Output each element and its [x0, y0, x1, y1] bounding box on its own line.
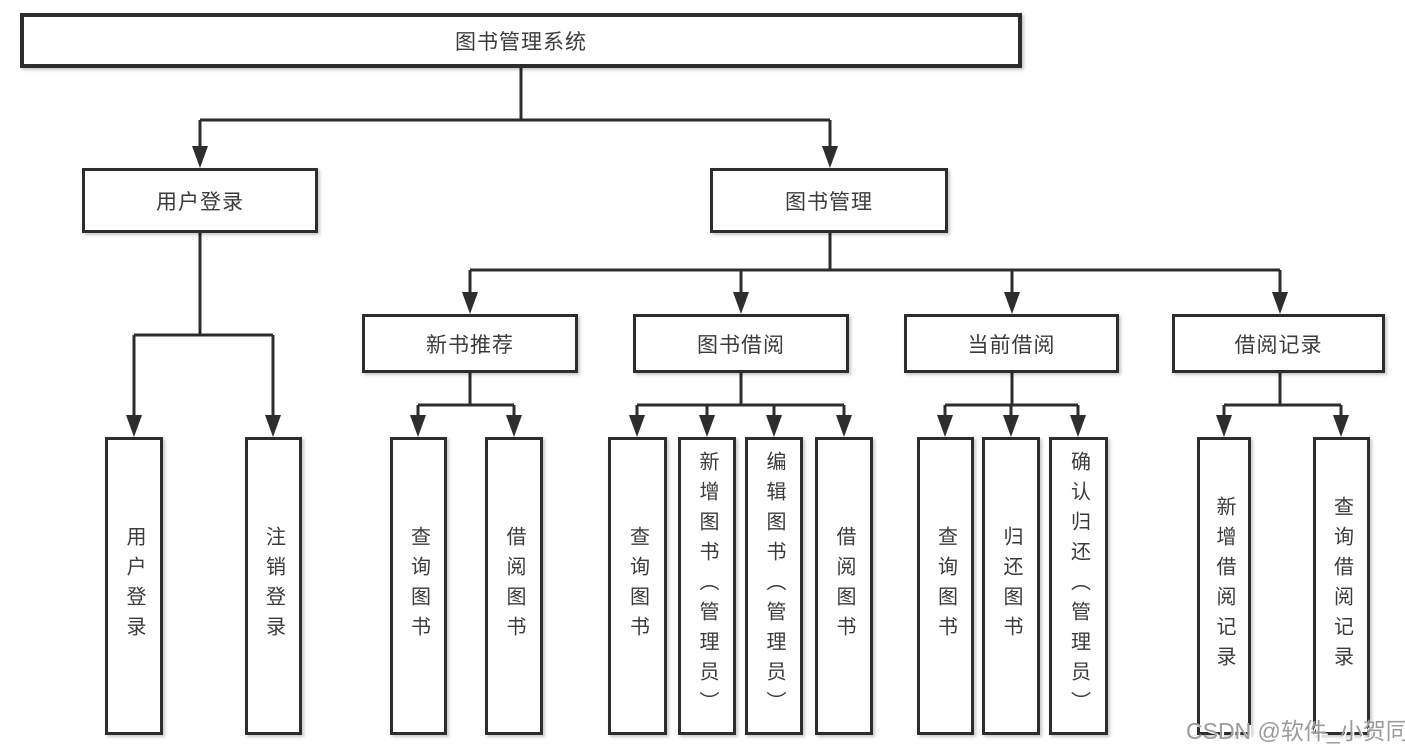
node-label: 新增借阅记录 — [1213, 496, 1235, 676]
node-label: 新增图书（管理员） — [696, 451, 718, 721]
leaf-add-book-admin: 新增图书（管理员） — [678, 437, 736, 735]
node-label: 查询图书 — [407, 526, 430, 646]
arrowheads — [126, 146, 1349, 437]
leaf-confirm-return-admin: 确认归还（管理员） — [1049, 437, 1108, 735]
leaf-user-login: 用户登录 — [105, 437, 163, 735]
connector-paths — [132, 68, 1343, 419]
node-library-system: 图书管理系统 — [20, 13, 1022, 68]
leaf-query-books: 查询图书 — [608, 437, 667, 735]
node-label: 图书管理 — [785, 190, 873, 214]
node-book-borrowing: 图书借阅 — [633, 314, 849, 373]
node-borrowing-records: 借阅记录 — [1172, 314, 1385, 373]
node-new-book-recommendation: 新书推荐 — [362, 314, 578, 373]
leaf-borrow-books: 借阅图书 — [815, 437, 873, 735]
node-label: 当前借阅 — [967, 333, 1056, 357]
node-label: 借阅图书 — [503, 526, 525, 646]
node-label: 归还图书 — [1000, 526, 1022, 646]
leaf-add-borrow-record: 新增借阅记录 — [1197, 437, 1251, 735]
node-label: 编辑图书（管理员） — [763, 451, 785, 721]
leaf-query-books: 查询图书 — [917, 437, 974, 735]
node-label: 借阅图书 — [833, 526, 855, 646]
leaf-query-books: 查询图书 — [390, 437, 447, 735]
node-label: 注销登录 — [262, 526, 285, 646]
node-label: 用户登录 — [156, 190, 244, 214]
node-book-management: 图书管理 — [710, 168, 948, 233]
node-label: 图书管理系统 — [455, 30, 587, 54]
leaf-query-borrow-record: 查询借阅记录 — [1313, 437, 1370, 735]
leaf-edit-book-admin: 编辑图书（管理员） — [745, 437, 803, 735]
node-label: 查询图书 — [934, 526, 957, 646]
node-label: 查询图书 — [626, 526, 649, 646]
leaf-borrow-books: 借阅图书 — [485, 437, 543, 735]
node-current-borrowing: 当前借阅 — [904, 314, 1119, 373]
node-user-login: 用户登录 — [82, 168, 318, 233]
node-label: 新书推荐 — [426, 333, 514, 357]
leaf-return-books: 归还图书 — [982, 437, 1040, 735]
node-label: 借阅记录 — [1234, 333, 1323, 357]
watermark: CSDN @软件_小贺同学 — [1186, 718, 1405, 744]
node-label: 查询借阅记录 — [1330, 496, 1353, 676]
node-label: 图书借阅 — [697, 333, 785, 357]
node-label: 确认归还（管理员） — [1067, 451, 1090, 721]
node-label: 用户登录 — [123, 526, 145, 646]
leaf-logout-login: 注销登录 — [245, 437, 302, 735]
